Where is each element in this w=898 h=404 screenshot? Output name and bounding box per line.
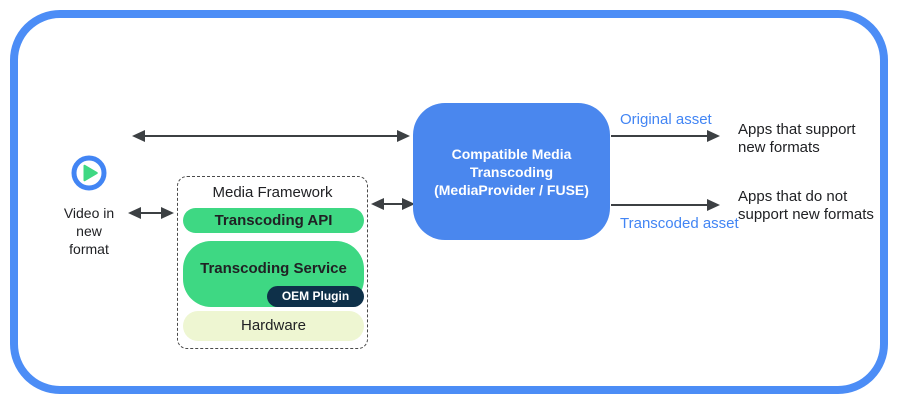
transcoding-api-pill: Transcoding API: [183, 208, 364, 233]
source-label: Video in new format: [63, 205, 115, 257]
arrow-source-transcoder: [132, 130, 410, 142]
transcoder-title: Compatible Media Transcoding: [451, 145, 572, 180]
transcoding-service-label: Transcoding Service: [200, 259, 347, 277]
transcoded-asset-label: Transcoded asset: [620, 215, 739, 232]
hardware-pill: Hardware: [183, 311, 364, 341]
apps-support-label: Apps that support new formats: [738, 121, 856, 156]
original-asset-label: Original asset: [620, 111, 712, 128]
transcoder-subtitle: (MediaProvider / FUSE): [434, 181, 589, 198]
arrow-source-framework: [128, 207, 174, 219]
arrow-transcoded-asset: [611, 199, 720, 211]
media-framework-title: Media Framework: [212, 184, 333, 201]
oem-plugin-pill: OEM Plugin: [267, 286, 364, 307]
apps-no-support-label: Apps that do not support new formats: [738, 188, 874, 223]
arrow-original-asset: [611, 130, 720, 142]
compatible-media-transcoding-box: Compatible Media Transcoding (MediaProvi…: [413, 103, 610, 240]
play-icon: [71, 155, 107, 191]
arrow-framework-transcoder: [371, 198, 415, 210]
